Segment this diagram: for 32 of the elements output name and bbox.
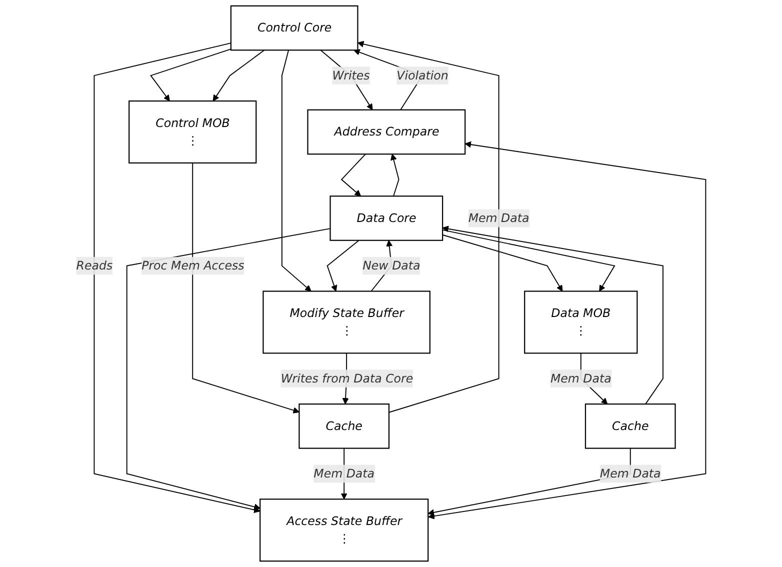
node-box: Data MOB ⋮ <box>524 290 638 354</box>
node-box: Cache <box>584 404 676 449</box>
edge-label: Violation <box>396 68 448 82</box>
arrow <box>357 40 500 413</box>
arrow <box>281 50 312 292</box>
edge-label: Writes from Data Core <box>280 371 414 386</box>
arrow <box>320 50 373 110</box>
arrow <box>390 154 400 197</box>
arrow <box>442 229 616 292</box>
edge-label: Mem Data <box>600 466 661 480</box>
edge-label: Mem Data <box>468 210 530 225</box>
node-box: Modify State Buffer ⋮ <box>262 290 430 354</box>
edge-label: Reads <box>76 258 113 272</box>
node-box: Data Core <box>330 196 444 241</box>
arrow <box>126 228 331 510</box>
edge-label: Proc Mem Access <box>142 258 244 272</box>
edge-label: Mem Data <box>550 371 612 386</box>
arrow <box>94 42 260 514</box>
node-box: Address Compare <box>307 109 466 155</box>
arrow <box>150 48 232 102</box>
arrow <box>192 162 300 414</box>
arrow <box>326 240 360 292</box>
edge-label: Mem Data <box>314 466 375 480</box>
edge-label: Writes <box>332 68 370 82</box>
edge-label: New Data <box>362 258 420 272</box>
node-box: Access State Buffer ⋮ <box>260 498 429 562</box>
arrow <box>442 234 563 292</box>
node-box: Control MOB ⋮ <box>128 100 257 164</box>
arrow <box>340 154 366 196</box>
node-box: Control Core <box>230 5 358 51</box>
node-box: Cache <box>298 404 390 449</box>
arrow <box>212 50 265 102</box>
